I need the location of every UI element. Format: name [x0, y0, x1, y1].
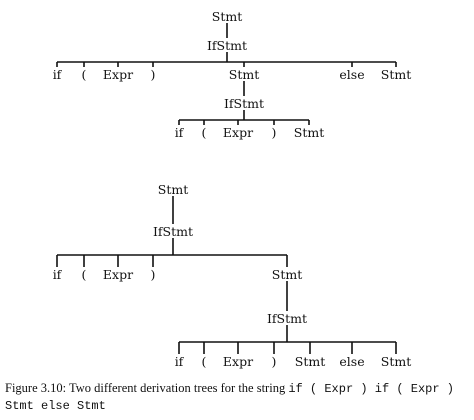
node-if: if — [175, 125, 185, 140]
node-expr: Expr — [223, 354, 253, 369]
tree-nodes: StmtIfStmtif(Expr)StmtIfStmtif(Expr)Stmt… — [53, 9, 412, 140]
node-rparen: ) — [272, 354, 277, 369]
node-ifstmt: IfStmt — [207, 38, 247, 53]
node-stmt: Stmt — [229, 67, 259, 82]
tree-edges — [56, 196, 397, 354]
tree-edges — [56, 23, 397, 125]
node-else: else — [339, 67, 364, 82]
node-lparen: ( — [82, 267, 87, 282]
node-expr: Expr — [103, 267, 133, 282]
node-ifstmt: IfStmt — [153, 224, 193, 239]
node-stmt: Stmt — [158, 182, 188, 197]
caption-prefix: Figure 3.10: Two different derivation tr… — [5, 381, 286, 395]
node-if: if — [53, 67, 63, 82]
caption-string: if ( Expr ) if ( Expr ) Stmt else Stmt — [5, 382, 454, 413]
node-stmt: Stmt — [272, 267, 302, 282]
node-expr: Expr — [223, 125, 253, 140]
node-lparen: ( — [202, 354, 207, 369]
node-stmt: Stmt — [212, 9, 242, 24]
node-if: if — [175, 354, 185, 369]
node-stmt: Stmt — [381, 67, 411, 82]
node-ifstmt: IfStmt — [267, 311, 307, 326]
node-lparen: ( — [82, 67, 87, 82]
figure-caption: Figure 3.10: Two different derivation tr… — [5, 380, 471, 414]
node-lparen: ( — [202, 125, 207, 140]
derivation-trees-figure: StmtIfStmtif(Expr)StmtIfStmtif(Expr)Stmt… — [53, 9, 412, 369]
node-rparen: ) — [151, 67, 156, 82]
node-stmt: Stmt — [381, 354, 411, 369]
derivation-tree-1: StmtIfStmtif(Expr)StmtIfStmtif(Expr)Stmt… — [53, 9, 412, 140]
node-ifstmt: IfStmt — [224, 96, 264, 111]
node-rparen: ) — [272, 125, 277, 140]
node-if: if — [53, 267, 63, 282]
tree-nodes: StmtIfStmtif(Expr)StmtIfStmtif(Expr)Stmt… — [53, 182, 412, 369]
node-stmt: Stmt — [294, 125, 324, 140]
node-else: else — [339, 354, 364, 369]
derivation-tree-2: StmtIfStmtif(Expr)StmtIfStmtif(Expr)Stmt… — [53, 182, 412, 369]
node-rparen: ) — [151, 267, 156, 282]
node-stmt: Stmt — [295, 354, 325, 369]
node-expr: Expr — [103, 67, 133, 82]
